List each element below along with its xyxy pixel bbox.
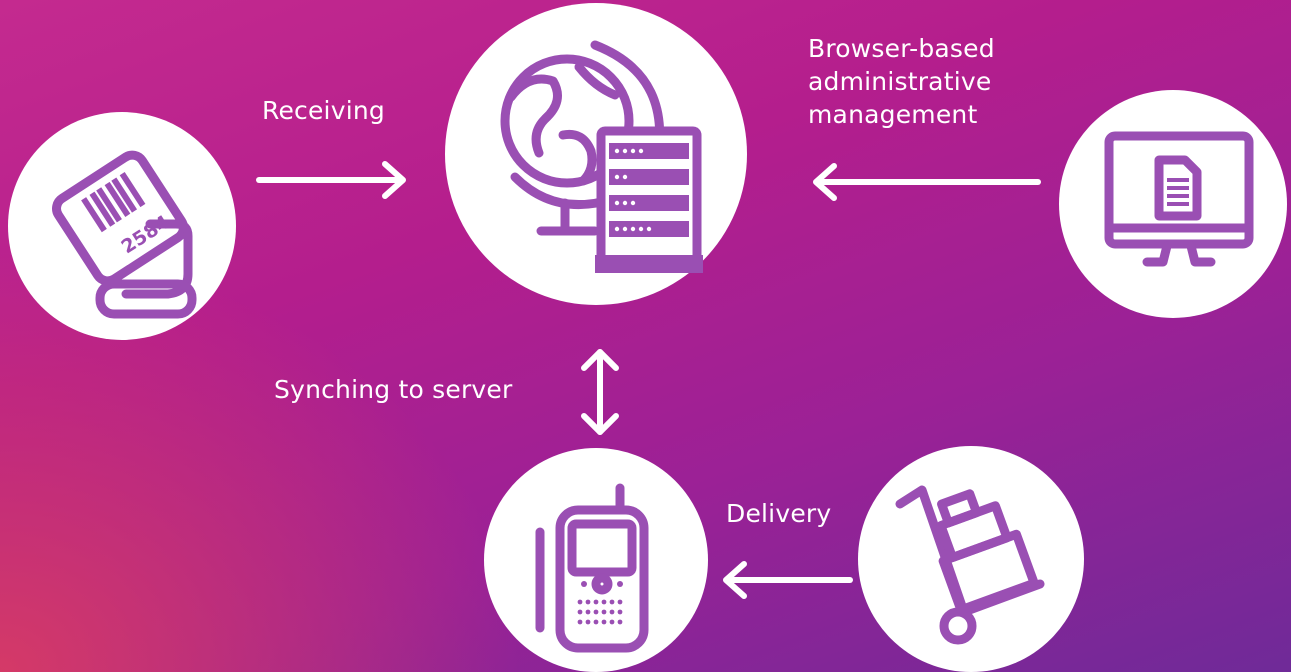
browser-admin-line-2: administrative — [808, 67, 992, 96]
browser-admin-line-3: management — [808, 100, 978, 129]
delivery-label: Delivery — [726, 499, 832, 528]
hand-truck-icon — [895, 485, 1045, 645]
mobile-device-icon — [535, 483, 649, 653]
computer-node — [1059, 90, 1287, 318]
receiving-label: Receiving — [262, 96, 385, 125]
handheld-node — [484, 448, 708, 672]
delivery-arrow — [723, 561, 853, 599]
synching-label: Synching to server — [274, 375, 513, 404]
browser-admin-line-1: Browser-based — [808, 34, 995, 63]
server-node — [445, 3, 747, 305]
monitor-document-icon — [1104, 131, 1254, 267]
synching-arrow — [581, 349, 619, 435]
hand-barcode-icon: 2584 — [52, 150, 197, 319]
cart-node — [858, 446, 1084, 672]
globe-server-icon — [500, 40, 703, 273]
browser-admin-label: Browser-based administrative management — [808, 32, 995, 131]
scanner-node: 2584 — [8, 112, 236, 340]
admin-arrow — [813, 163, 1041, 201]
barcode-number: 2584 — [118, 211, 174, 258]
receiving-arrow — [256, 161, 406, 199]
